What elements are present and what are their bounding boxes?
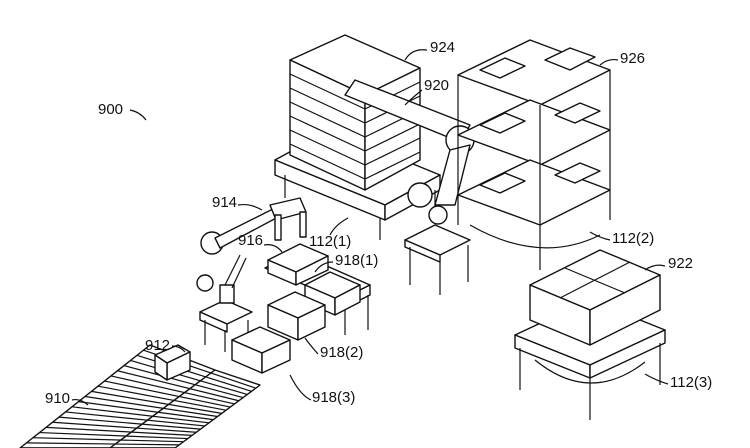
pallet-layer-line: [289, 115, 366, 152]
main-robot-drawing: [344, 79, 475, 295]
pallet-layer-line: [364, 123, 421, 152]
pallet-layer-line: [289, 73, 366, 110]
conveyor-roller: [65, 411, 205, 427]
label-924: 924: [430, 39, 456, 56]
containers-drawing: [231, 243, 371, 374]
conveyor-roller: [110, 375, 235, 405]
conveyor-roller: [104, 380, 231, 408]
conveyor-roller: [78, 401, 214, 421]
label-112-3: 112(3): [670, 374, 713, 391]
label-918-1: 918(1): [335, 252, 379, 269]
leader-lines: [71, 49, 669, 406]
small-robot-drawing: [196, 197, 307, 352]
label-912: 912: [145, 337, 171, 354]
pallet-layer-line: [289, 143, 366, 180]
conveyor-roller: [32, 437, 184, 443]
label-918-3: 918(3): [312, 389, 356, 406]
container-group-drawing: [514, 249, 666, 420]
label-910: 910: [45, 390, 71, 407]
conveyor-roller: [91, 390, 222, 414]
conveyor-roller: [130, 359, 248, 396]
label-918-2: 918(2): [320, 344, 364, 361]
conveyor-roller: [39, 431, 188, 440]
label-922: 922: [668, 255, 694, 272]
pallet-layer-line: [289, 129, 366, 166]
label-112-1: 112(1): [309, 233, 352, 250]
conveyor-roller: [84, 395, 218, 418]
conveyor-roller: [26, 442, 180, 446]
label-914: 914: [212, 194, 238, 211]
pallet-layer-line: [364, 151, 421, 180]
pallet-layer-line: [364, 137, 421, 166]
conveyor-roller: [117, 370, 239, 402]
pallet-layer-line: [289, 87, 366, 124]
conveyor-roller: [97, 385, 227, 411]
conveyor-roller: [123, 365, 244, 399]
label-926: 926: [620, 50, 646, 67]
pallet-layer-line: [289, 101, 366, 138]
label-916: 916: [238, 232, 264, 249]
conveyor-drawing: [19, 344, 261, 448]
label-112-2: 112(2): [612, 230, 655, 247]
conveyor-roller: [71, 406, 210, 424]
conveyor-roller: [52, 421, 197, 433]
label-920: 920: [424, 77, 450, 94]
conveyor-roller: [45, 426, 193, 436]
label-900: 900: [98, 101, 124, 118]
conveyor-roller: [58, 416, 201, 430]
shelving-drawing: [457, 39, 611, 270]
